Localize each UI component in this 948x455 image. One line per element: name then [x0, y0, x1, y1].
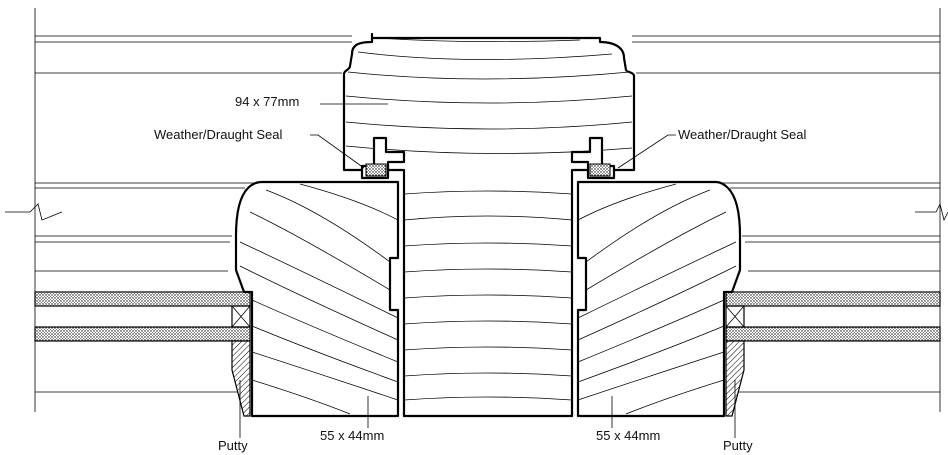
left-sash	[234, 180, 400, 418]
leader-lines	[239, 103, 736, 438]
right-sash-grain	[577, 183, 737, 415]
glazing-left	[34, 291, 251, 342]
sash-left-size-label: 55 x 44mm	[320, 428, 384, 443]
putty-right	[725, 340, 745, 417]
weather-seal-left	[360, 136, 406, 180]
putty-left	[231, 340, 251, 417]
frame-lines	[5, 8, 948, 412]
putty-right-label: Putty	[723, 438, 753, 453]
spacer-right	[725, 305, 745, 328]
glazing-right	[725, 291, 941, 342]
mullion-size-label: 94 x 77mm	[235, 94, 299, 109]
spacer-left	[231, 305, 251, 328]
right-sash	[576, 180, 742, 418]
putty-left-label: Putty	[218, 438, 248, 453]
left-sash-grain	[239, 183, 399, 415]
sash-right-size-label: 55 x 44mm	[596, 428, 660, 443]
weather-seal-right	[570, 136, 616, 180]
seal-right-label: Weather/Draught Seal	[678, 127, 806, 142]
seal-left-label: Weather/Draught Seal	[154, 127, 282, 142]
